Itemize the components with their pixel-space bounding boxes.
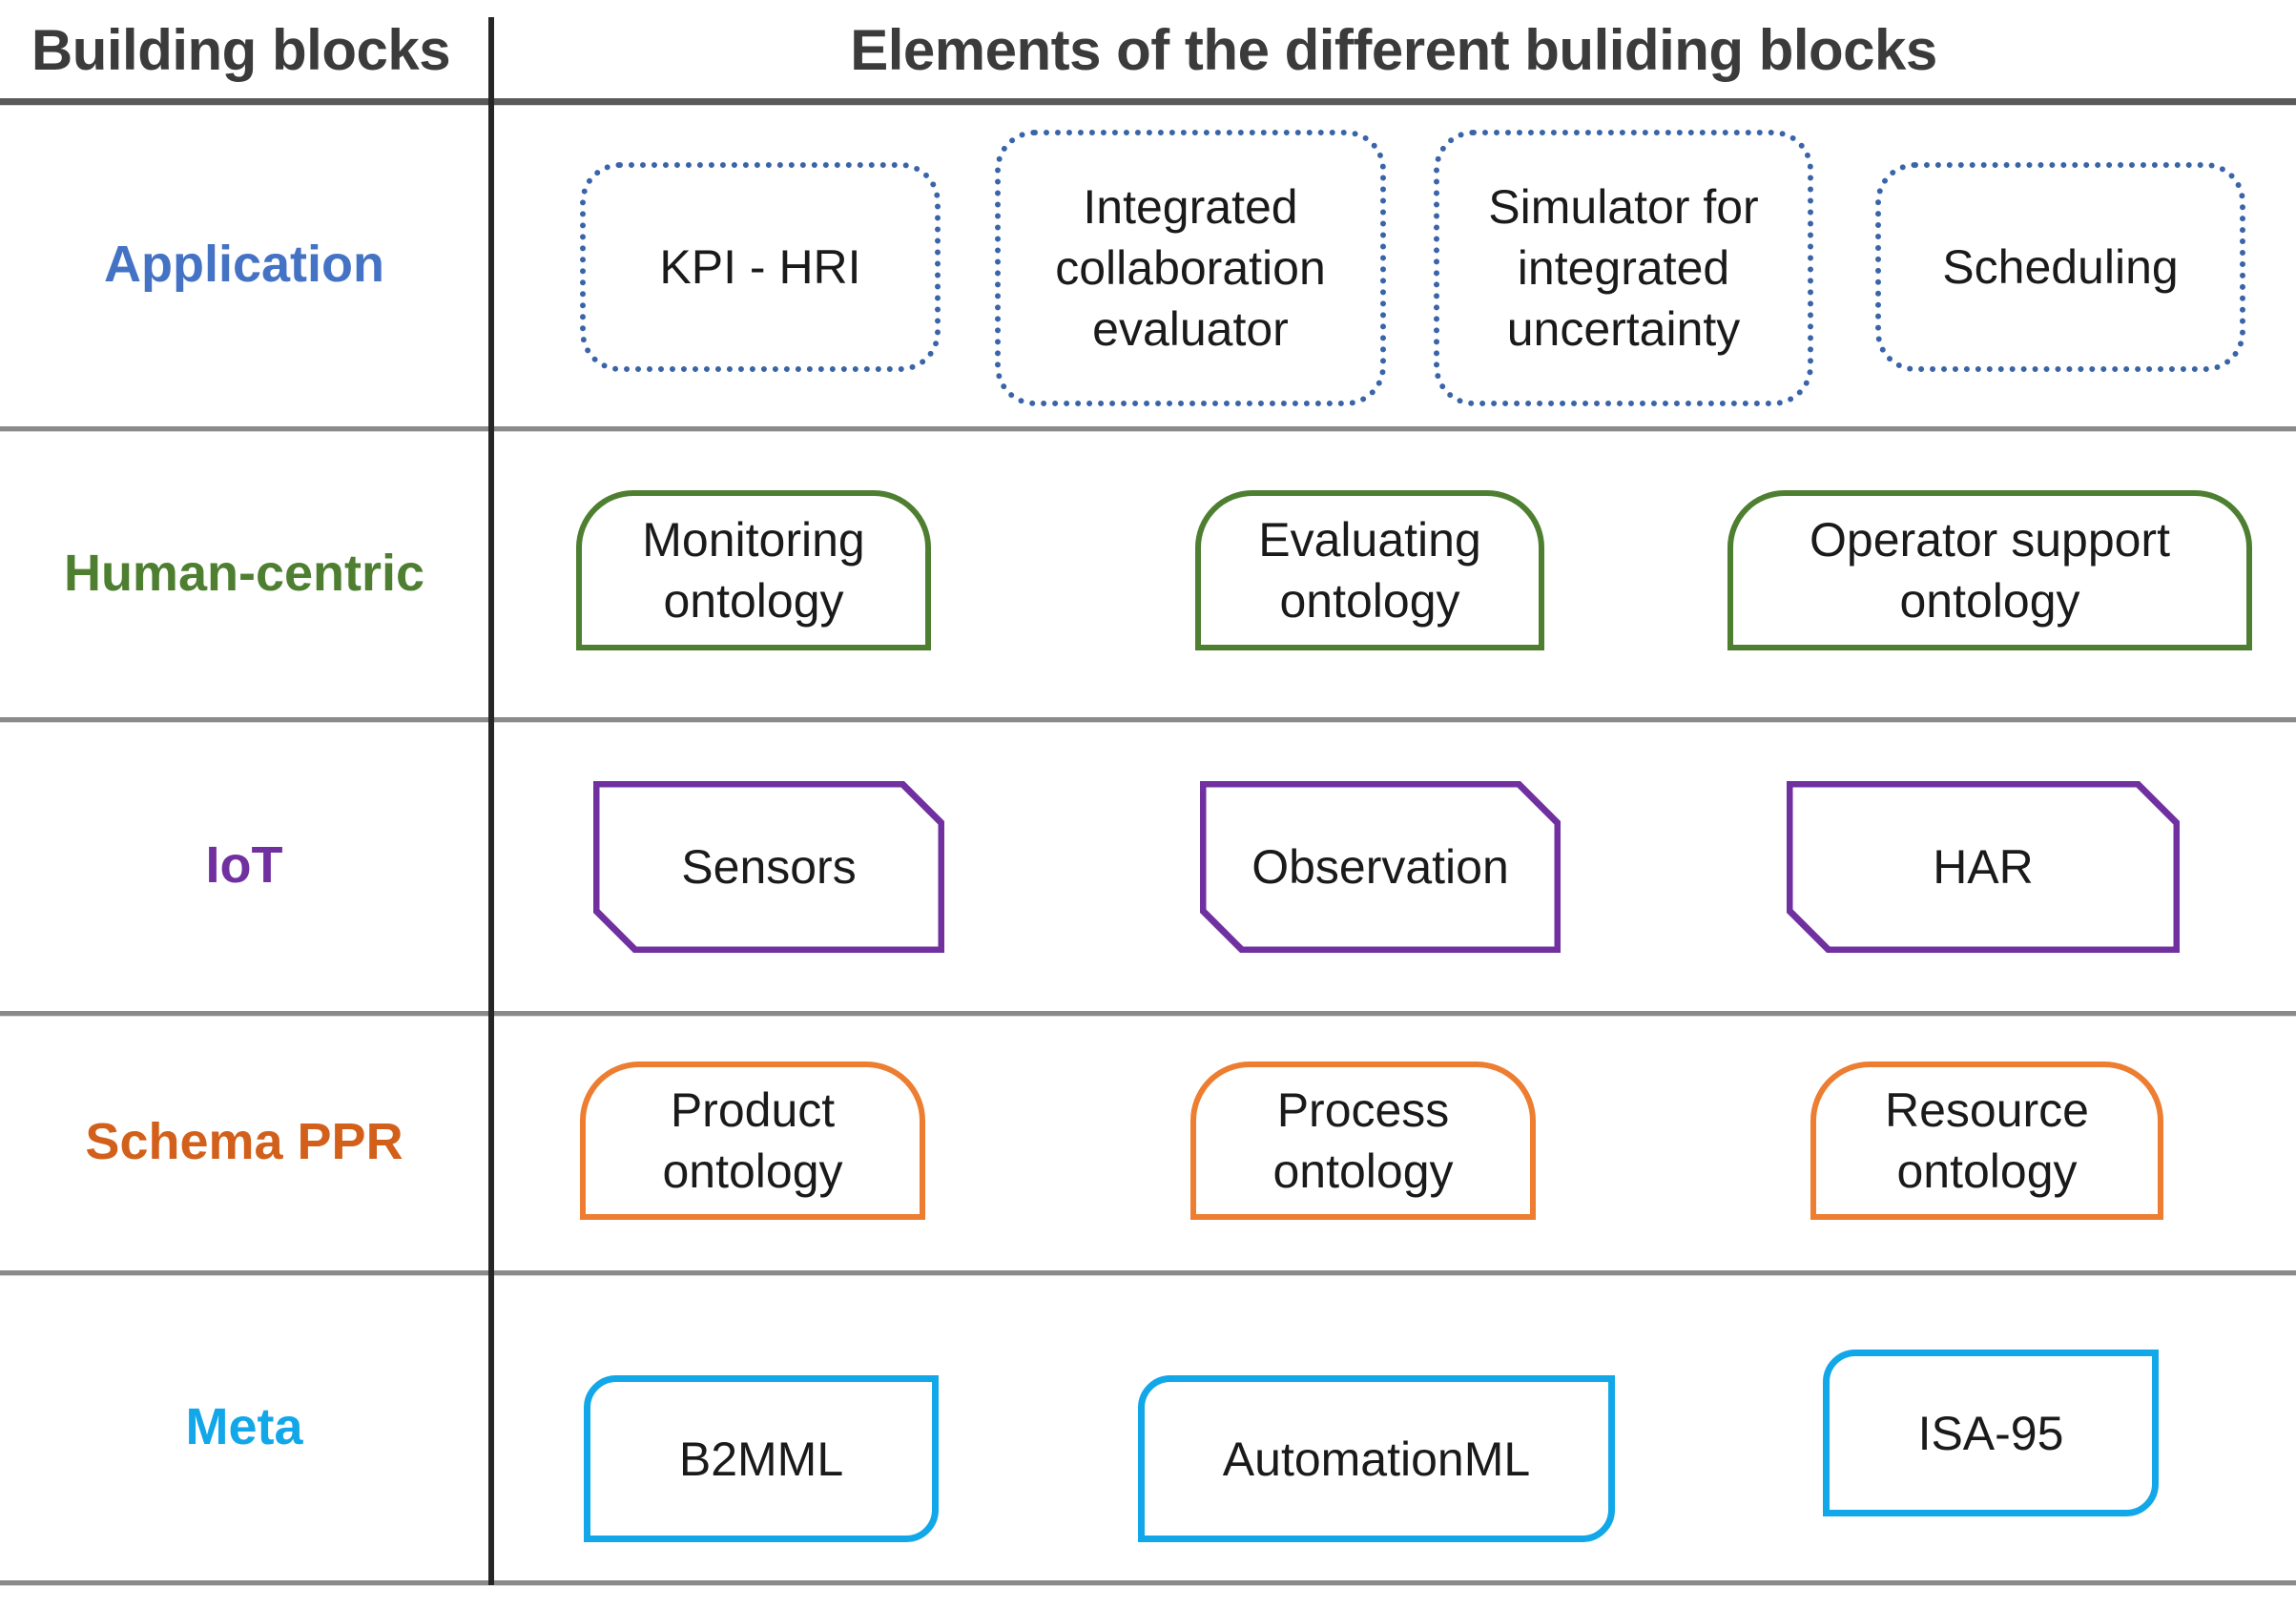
element-label: Integrated collaboration evaluator [1055, 180, 1326, 356]
row-label-text-schema-ppr: Schema PPR [85, 1113, 403, 1171]
element-monitoring-ontology[interactable]: Monitoring ontology [576, 490, 931, 650]
rule-application-bottom [0, 426, 2296, 431]
element-har[interactable]: HAR [1787, 781, 2180, 953]
element-integrated-collaboration-evaluator[interactable]: Integrated collaboration evaluator [995, 130, 1386, 406]
table-header: Building blocks Elements of the differen… [0, 0, 2296, 100]
rule-table-bottom [0, 1580, 2296, 1585]
element-label: Sensors [681, 840, 857, 894]
header-title-building-blocks: Building blocks [31, 18, 451, 82]
element-label: B2MML [678, 1432, 844, 1486]
element-label: AutomationML [1222, 1432, 1531, 1486]
element-resource-ontology[interactable]: Resource ontology [1810, 1062, 2163, 1220]
row-label-text-application: Application [104, 235, 384, 293]
element-operator-support-ontology[interactable]: Operator support ontology [1727, 490, 2252, 650]
element-label: Observation [1251, 840, 1509, 894]
snipped-corner-shape [1200, 781, 1561, 953]
row-elements-iot: Sensors Observation HAR [494, 722, 2296, 1008]
element-label: Monitoring ontology [642, 513, 865, 628]
row-elements-application: KPI - HRI Integrated collaboration evalu… [494, 103, 2296, 425]
row-elements-meta: B2MML AutomationML ISA-95 [494, 1275, 2296, 1578]
snipped-corner-shape [593, 781, 944, 953]
column-divider [488, 17, 494, 1585]
element-process-ontology[interactable]: Process ontology [1190, 1062, 1536, 1220]
element-label: Operator support ontology [1810, 513, 2170, 628]
rule-schema-ppr-bottom [0, 1270, 2296, 1275]
element-sensors[interactable]: Sensors [593, 781, 944, 953]
rule-under-header [0, 98, 2296, 105]
element-b2mml[interactable]: B2MML [584, 1375, 939, 1542]
snipped-corner-shape [1787, 781, 2180, 953]
element-label: KPI - HRI [659, 240, 861, 294]
element-evaluating-ontology[interactable]: Evaluating ontology [1195, 490, 1544, 650]
element-label: Resource ontology [1885, 1083, 2089, 1198]
row-label-schema-ppr: Schema PPR [0, 1016, 488, 1268]
element-label: Process ontology [1272, 1083, 1454, 1198]
row-label-text-iot: IoT [205, 835, 283, 894]
element-label: Scheduling [1942, 240, 2179, 294]
element-label: Simulator for integrated uncertainty [1488, 180, 1759, 356]
element-label: Product ontology [662, 1083, 843, 1198]
row-label-human-centric: Human-centric [0, 431, 488, 715]
row-label-text-human-centric: Human-centric [63, 544, 425, 602]
element-isa-95[interactable]: ISA-95 [1823, 1350, 2159, 1516]
row-label-application: Application [0, 103, 488, 425]
row-elements-schema-ppr: Product ontology Process ontology Resour… [494, 1016, 2296, 1268]
element-automationml[interactable]: AutomationML [1138, 1375, 1615, 1542]
rule-human-centric-bottom [0, 717, 2296, 722]
element-scheduling[interactable]: Scheduling [1875, 162, 2245, 372]
element-simulator-for-integrated-uncertainty[interactable]: Simulator for integrated uncertainty [1434, 130, 1813, 406]
row-label-text-meta: Meta [185, 1397, 303, 1455]
header-cell-building-blocks: Building blocks [0, 0, 482, 100]
header-cell-elements: Elements of the different buliding block… [491, 0, 2296, 100]
row-label-iot: IoT [0, 722, 488, 1008]
element-kpi-hri[interactable]: KPI - HRI [580, 162, 941, 372]
row-label-meta: Meta [0, 1275, 488, 1578]
element-observation[interactable]: Observation [1200, 781, 1561, 953]
element-label: HAR [1933, 840, 2034, 894]
element-label: ISA-95 [1917, 1406, 2064, 1460]
header-title-elements: Elements of the different buliding block… [850, 18, 1937, 82]
rule-iot-bottom [0, 1011, 2296, 1016]
element-product-ontology[interactable]: Product ontology [580, 1062, 925, 1220]
element-label: Evaluating ontology [1258, 513, 1481, 628]
row-elements-human-centric: Monitoring ontology Evaluating ontology … [494, 431, 2296, 715]
